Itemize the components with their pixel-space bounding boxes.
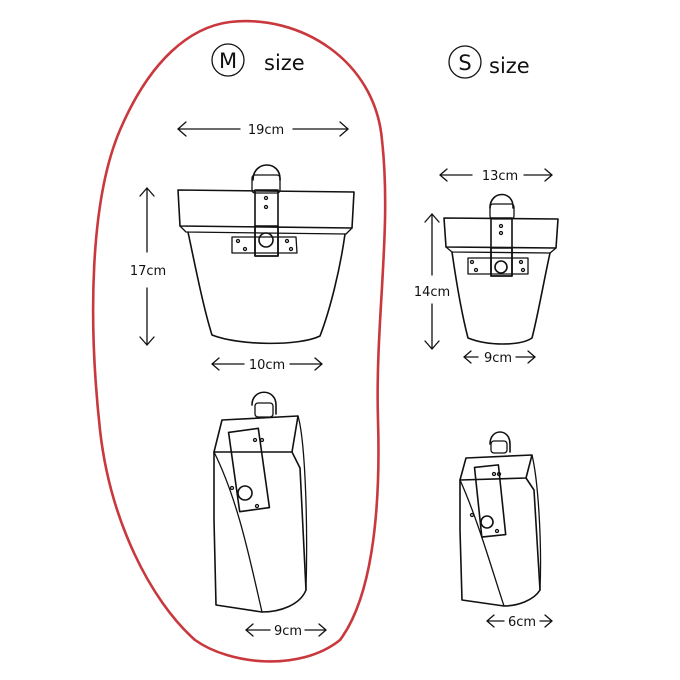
s-bag-front-view: [443, 193, 559, 345]
m-height-dimension: 17cm: [130, 187, 166, 346]
m-size-title-text: size: [264, 51, 305, 75]
s-bottom-label: 9cm: [484, 351, 512, 366]
m-bottom-dimension: 10cm: [211, 357, 323, 373]
s-size-title-text: size: [489, 54, 530, 78]
s-size-badge-letter: S: [458, 51, 471, 75]
s-bag-side-view: [459, 431, 542, 607]
m-depth-dimension: 9cm: [245, 623, 327, 639]
m-width-dimension: 19cm: [177, 121, 349, 138]
s-height-label: 14cm: [414, 285, 450, 300]
m-depth-label: 9cm: [274, 624, 302, 639]
s-bottom-dimension: 9cm: [463, 350, 536, 366]
s-size-title: S size: [448, 45, 530, 79]
s-depth-dimension: 6cm: [486, 614, 553, 630]
s-size-badge: [448, 45, 482, 79]
m-size-highlight-outline: [91, 19, 387, 663]
m-size-badge-letter: M: [219, 49, 237, 73]
s-depth-label: 6cm: [508, 615, 536, 630]
s-width-dimension: 13cm: [439, 168, 553, 184]
m-size-title: M size: [211, 43, 305, 77]
m-size-badge: [211, 43, 245, 77]
m-bag-front-view: [177, 164, 355, 345]
m-bottom-label: 10cm: [249, 358, 285, 373]
s-height-dimension: 14cm: [414, 213, 450, 350]
m-width-label: 19cm: [248, 123, 284, 138]
s-width-label: 13cm: [482, 169, 518, 184]
m-height-label: 17cm: [130, 264, 166, 279]
m-bag-side-view: [213, 391, 308, 613]
